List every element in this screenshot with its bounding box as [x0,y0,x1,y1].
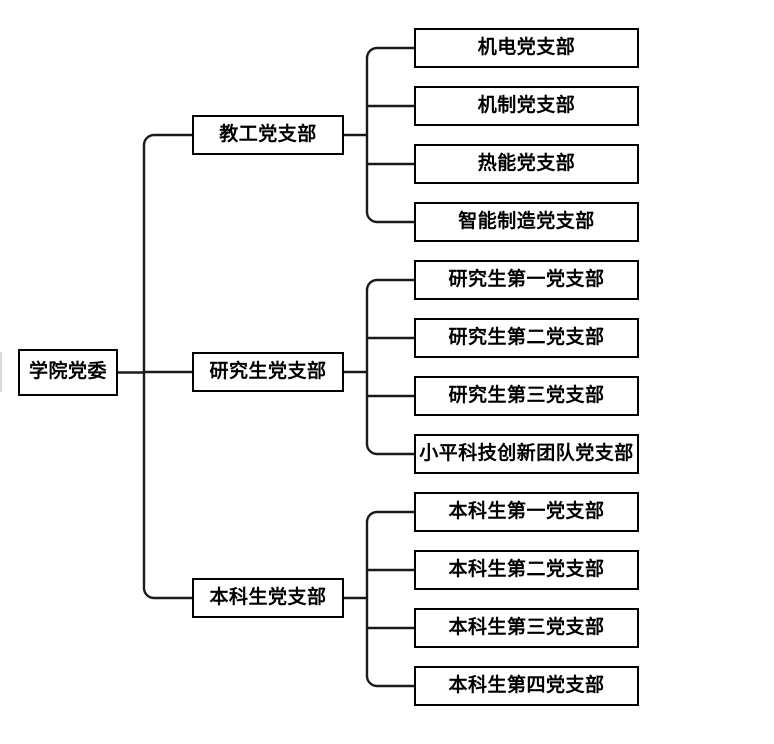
leaf-node-2-2: 研究生第二党支部 [414,318,639,358]
connector-line [365,510,414,523]
leaf-node-2-1: 研究生第一党支部 [414,260,639,300]
leaf-node-2-3: 研究生第三党支部 [414,376,639,416]
connector-line [365,443,414,456]
branch-node-2: 研究生党支部 [192,352,344,392]
leaf-node-1-4: 智能制造党支部 [414,202,639,242]
branch-node-1: 教工党支部 [192,115,344,155]
connector-line [142,587,192,600]
connector-line [142,133,192,146]
leaf-node-1-1: 机电党支部 [414,28,639,68]
connector-line [365,211,414,224]
left-edge-artifact [0,352,2,392]
leaf-node-1-3: 热能党支部 [414,144,639,184]
connector-line [365,278,414,291]
leaf-node-3-2: 本科生第二党支部 [414,550,639,590]
branch-node-3: 本科生党支部 [192,578,344,618]
connector-line [365,675,414,688]
root-node-party-committee: 学院党委 [18,349,118,396]
leaf-node-1-2: 机制党支部 [414,86,639,126]
leaf-node-3-4: 本科生第四党支部 [414,666,639,706]
leaf-node-2-4: 小平科技创新团队党支部 [414,434,639,474]
leaf-node-3-3: 本科生第三党支部 [414,608,639,648]
leaf-node-3-1: 本科生第一党支部 [414,492,639,532]
connector-line [365,46,414,59]
